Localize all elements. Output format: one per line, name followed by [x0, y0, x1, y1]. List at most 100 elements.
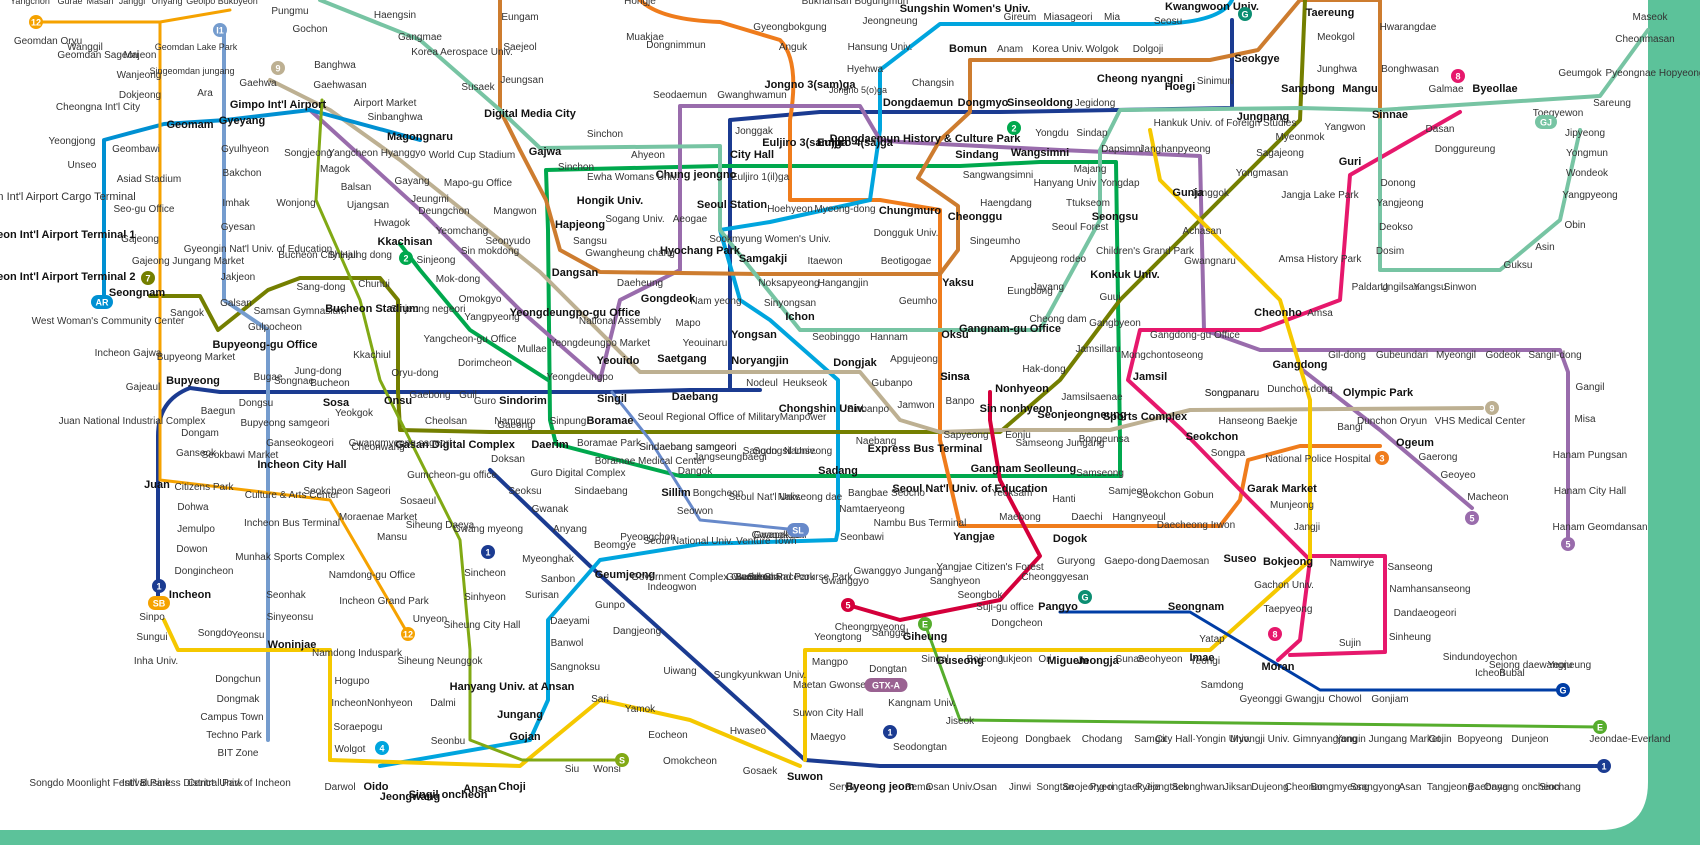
station-label: Ungilsan: [1381, 282, 1420, 293]
station-label: Seolleung: [1024, 463, 1077, 475]
station-label: Singal: [921, 654, 949, 665]
station-label: Korea Univ.: [1032, 44, 1084, 55]
station-label: Eungbong: [1007, 286, 1053, 297]
station-label: Gangmae: [398, 32, 442, 43]
station-label: Gojin: [1428, 734, 1451, 745]
station-label: Seoul Grand Park: [735, 572, 815, 583]
station-label: Siheung Daeya: [406, 520, 475, 531]
station-label: Cheong nyangni: [1097, 73, 1183, 85]
line-badge-label: GJ: [1540, 118, 1552, 128]
station-label: Mapo: [675, 318, 700, 329]
station-label: Munjeong: [1270, 500, 1314, 511]
line-airport: [102, 108, 422, 302]
line-badge-shape: [91, 295, 113, 309]
station-label: Incheon Gajwa: [95, 348, 162, 359]
station-label: Eocheon: [648, 730, 687, 741]
station-label: Onsu: [384, 395, 412, 407]
station-label: Siheung Neunggok: [397, 656, 483, 667]
station-label: Dasan: [1426, 124, 1455, 135]
line-badge-label: 4: [379, 744, 384, 754]
line-badge-label: 5: [1565, 540, 1570, 550]
station-label: Jamsillaru: [1075, 344, 1120, 355]
line-9: [268, 78, 1484, 434]
station-label: Ssangyong: [1350, 782, 1400, 793]
station-label: Hanti: [1052, 494, 1075, 505]
station-label: Sangbong: [1281, 83, 1335, 95]
line-badge-shape: [1556, 683, 1570, 697]
station-label: Cheonho: [1254, 307, 1302, 319]
station-label: Siheung City Hall: [444, 620, 521, 631]
station-label: Mia: [1104, 12, 1121, 23]
station-label: Heukseok: [783, 378, 828, 389]
line-badge-shape: [1078, 590, 1092, 604]
line-badge-label: S: [619, 756, 625, 766]
station-label: Unyeon: [413, 614, 447, 625]
station-label: Singil: [597, 393, 627, 405]
station-label: Hyochang Park: [660, 245, 741, 257]
station-label: Techno Park: [206, 730, 263, 741]
station-label: Ichon: [785, 311, 815, 323]
station-label: Byeong jeom: [845, 781, 914, 793]
line-badge: 5: [1561, 537, 1575, 551]
station-label: Bomun: [949, 43, 987, 55]
station-label: Dongdaemun History & Culture Park: [830, 133, 1022, 145]
station-label: Ewha Womans Univ.: [587, 172, 679, 183]
station-label: Seongnam: [1168, 601, 1224, 613]
station-label: Seoksu: [508, 486, 541, 497]
station-label: Choji: [498, 781, 526, 793]
station-label: Seoul Regional Office of MilitaryManpowe…: [638, 412, 827, 423]
station-label: Sungui: [136, 632, 167, 643]
station-label: Dongdaemun: [883, 97, 954, 109]
station-label: West Woman's Community Center: [32, 316, 185, 327]
station-label: Songdo Moonlight Festival Park: [29, 778, 171, 789]
station-label: Jinwi: [1009, 782, 1031, 793]
line-badge: G: [1238, 7, 1252, 21]
station-label: Seokchon Gobun: [1136, 490, 1213, 501]
line-badge: 1: [481, 545, 495, 559]
line-badge-shape: [864, 678, 908, 692]
station-label: Yongin Jungang Market: [1336, 734, 1441, 745]
line-badge: 12: [401, 627, 415, 641]
station-label: Gwanaksan: [754, 530, 807, 541]
station-label: Airport Market: [354, 98, 417, 109]
station-label: Gyeyang: [219, 115, 265, 127]
station-label: Ganseok: [176, 448, 217, 459]
line-badge-label: E: [922, 620, 928, 630]
station-label: Eonju: [1005, 430, 1031, 441]
station-label: Yeongdeungpo: [547, 372, 614, 383]
station-label: Dangjeong: [613, 626, 661, 637]
station-label: Munhak Sports Complex: [235, 552, 345, 563]
station-label: Seokbawi Market: [202, 450, 279, 461]
station-label: Songpa: [1211, 448, 1246, 459]
station-label: Sindundoyechon: [1443, 652, 1518, 663]
station-label: Gyulhyeon: [221, 144, 269, 155]
station-label: Jung-dong: [294, 366, 341, 377]
station-label: Dongjak: [833, 357, 877, 369]
station-label: Baebang: [1468, 782, 1508, 793]
station-label: Bucheon City Hall: [278, 250, 357, 261]
station-label: Daerim: [531, 439, 569, 451]
station-label: Kwangwoon Univ.: [1165, 1, 1259, 13]
station-label: Donong: [1380, 178, 1415, 189]
station-label: Dongcheon: [991, 618, 1042, 629]
station-label: Inha Univ.: [134, 656, 178, 667]
station-label: Guui: [1099, 292, 1120, 303]
station-label: Songjeong: [284, 148, 332, 159]
station-label: Yeongi: [1190, 656, 1220, 667]
station-label: Apgujeong: [890, 354, 938, 365]
station-label: Macheon: [1467, 492, 1508, 503]
station-label: Nambu Bus Terminal: [874, 518, 967, 529]
station-label: Culture & Arts Center: [245, 490, 340, 501]
station-label: Bugae: [254, 372, 283, 383]
station-label: Suwon City Hall: [793, 708, 864, 719]
station-label: Yangpyeong: [464, 312, 519, 323]
station-label: Namwirye: [1330, 558, 1375, 569]
station-label: Jayang: [1032, 282, 1064, 293]
station-label: Sindap: [1076, 128, 1108, 139]
station-label: Gwangnaru: [1184, 256, 1236, 267]
line-badge-shape: [883, 725, 897, 739]
station-label: Gyesan: [221, 222, 255, 233]
station-label: Boramae Medical Center: [595, 456, 706, 467]
station-label: Jakjeon: [221, 272, 255, 283]
station-label: Sogang Univ.: [605, 214, 664, 225]
